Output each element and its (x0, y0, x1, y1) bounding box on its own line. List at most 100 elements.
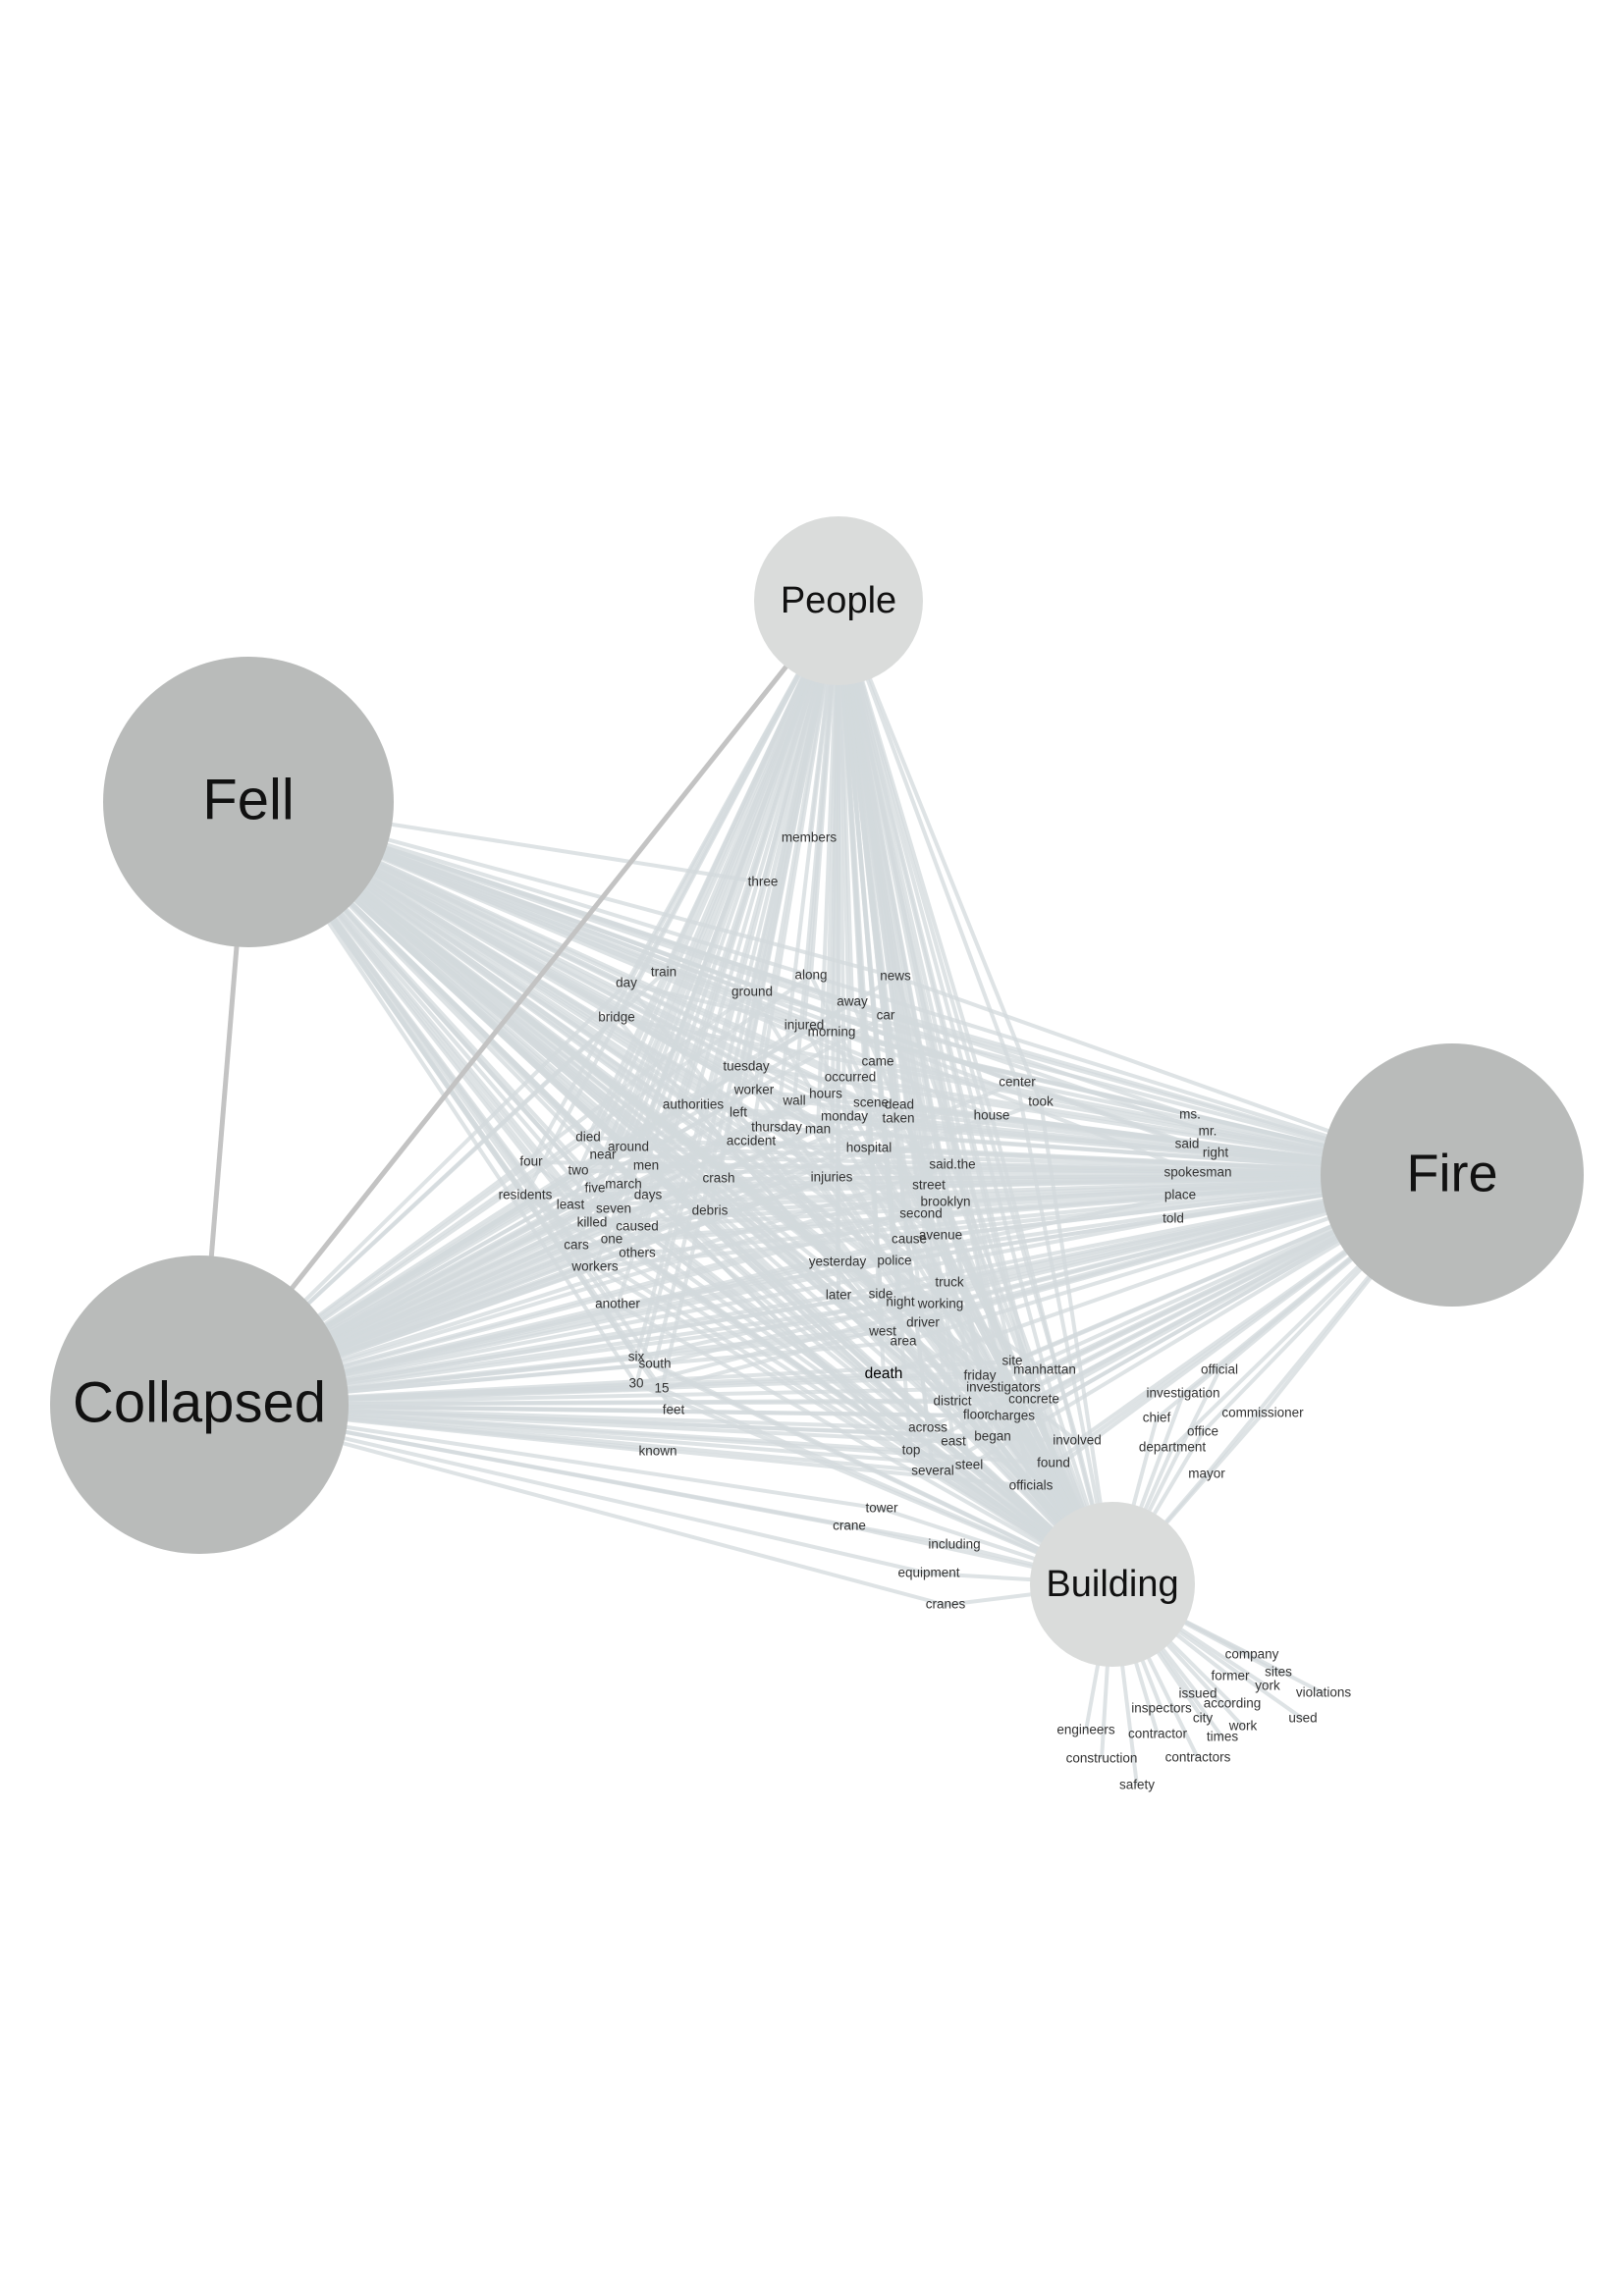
word-label-scene: scene (853, 1095, 889, 1110)
edge-people-officials (837, 600, 1033, 1487)
hub-node-fire: Fire (1321, 1043, 1584, 1307)
edge-people-man (816, 600, 840, 1131)
word-label-including: including (928, 1537, 980, 1552)
edge-people-thursday (775, 600, 840, 1129)
word-label-york: york (1255, 1679, 1280, 1693)
word-label-spokesman: spokesman (1163, 1165, 1231, 1180)
word-label-dead: dead (885, 1097, 914, 1112)
word-label-sites: sites (1265, 1665, 1292, 1680)
hub-node-building: Building (1030, 1502, 1195, 1667)
word-label-manhattan: manhattan (1013, 1362, 1076, 1377)
word-label-involved: involved (1053, 1433, 1102, 1448)
edge-fell-mr- (247, 800, 1209, 1134)
word-label-caused: caused (616, 1219, 659, 1234)
word-label-truck: truck (935, 1275, 964, 1290)
word-label-workers: workers (570, 1259, 619, 1274)
hub-label-fell: Fell (202, 768, 294, 831)
word-label-found: found (1037, 1456, 1070, 1470)
word-label-concrete: concrete (1008, 1392, 1059, 1407)
word-label-days: days (634, 1188, 663, 1202)
word-label-died: died (575, 1130, 601, 1145)
edge-people-center (837, 600, 1019, 1084)
word-label-charges: charges (988, 1409, 1035, 1423)
word-label-west: west (868, 1324, 896, 1339)
edge-people-manhattan (837, 600, 1047, 1371)
word-label-day: day (616, 976, 637, 990)
word-label-began: began (974, 1429, 1011, 1444)
word-label-said: said (1175, 1137, 1200, 1151)
word-label-injuries: injuries (811, 1170, 853, 1185)
word-label-chief: chief (1143, 1411, 1171, 1425)
word-label-injured: injured (784, 1018, 825, 1033)
word-label-15: 15 (654, 1381, 669, 1396)
word-label-street: street (912, 1178, 946, 1193)
hub-node-people: People (754, 516, 923, 685)
word-label-official: official (1201, 1362, 1238, 1377)
word-label-news: news (880, 969, 911, 984)
word-label-district: district (933, 1394, 971, 1409)
word-label-brooklyn: brooklyn (920, 1195, 970, 1209)
word-label-several: several (911, 1464, 954, 1478)
hub-circle-fell (103, 657, 394, 947)
word-label-side: side (869, 1287, 893, 1302)
edge-building-others (635, 1252, 1114, 1586)
word-label-bridge: bridge (598, 1010, 635, 1025)
word-label-office: office (1187, 1424, 1218, 1439)
word-label-cars: cars (564, 1238, 589, 1253)
word-label-ground: ground (731, 985, 773, 999)
word-label-two: two (568, 1163, 588, 1178)
word-label-night: night (886, 1295, 915, 1309)
word-label-working: working (917, 1297, 964, 1311)
word-label-members: members (782, 830, 838, 845)
word-label-department: department (1139, 1440, 1207, 1455)
word-label-area: area (890, 1334, 917, 1349)
word-label-used: used (1288, 1711, 1317, 1726)
edge-people-30 (634, 600, 840, 1385)
edge-people-floor (837, 600, 978, 1416)
edge-fell-involved (246, 800, 1079, 1443)
word-label-engineers: engineers (1056, 1723, 1115, 1737)
word-label-contractors: contractors (1165, 1750, 1231, 1765)
word-label-mr-: mr. (1199, 1124, 1217, 1139)
word-label-one: one (601, 1232, 623, 1247)
word-label-tower: tower (865, 1501, 898, 1516)
word-label-authorities: authorities (663, 1097, 725, 1112)
edge-people-took (837, 600, 1043, 1103)
word-label-men: men (633, 1158, 659, 1173)
edge-people-top (837, 600, 913, 1452)
hub-circle-building (1030, 1502, 1195, 1667)
word-label-across: across (908, 1420, 947, 1435)
edge-people-death (837, 600, 886, 1375)
word-label-investigators: investigators (966, 1380, 1041, 1395)
edge-fell-steel (246, 800, 971, 1468)
word-label-friday: friday (963, 1368, 996, 1383)
edge-people-involved (837, 600, 1079, 1442)
edge-people-steel (837, 600, 971, 1467)
word-label-30: 30 (628, 1376, 643, 1391)
word-label-mayor: mayor (1188, 1467, 1225, 1481)
word-label-residents: residents (499, 1188, 553, 1202)
word-label-house: house (974, 1108, 1010, 1123)
word-label-police: police (877, 1254, 911, 1268)
word-label-center: center (999, 1075, 1036, 1090)
edge-people-accident (749, 600, 840, 1143)
edge-people-several (837, 600, 935, 1472)
word-label-steel: steel (955, 1458, 984, 1472)
word-label-safety: safety (1119, 1778, 1155, 1792)
edge-fire-15 (661, 1173, 1453, 1391)
word-label-worker: worker (733, 1083, 775, 1097)
word-label-left: left (730, 1105, 747, 1120)
word-label-took: took (1028, 1095, 1054, 1109)
hub-label-collapsed: Collapsed (73, 1370, 326, 1434)
word-label-investigation: investigation (1146, 1386, 1219, 1401)
edge-fire-another (617, 1173, 1453, 1307)
word-label-along: along (794, 968, 827, 983)
hub-node-collapsed: Collapsed (50, 1255, 349, 1554)
word-label-five: five (584, 1181, 605, 1196)
word-label-city: city (1193, 1711, 1214, 1726)
word-label-killed: killed (577, 1215, 608, 1230)
word-label-top: top (902, 1443, 921, 1458)
word-label-crash: crash (702, 1171, 734, 1186)
word-label-known: known (638, 1444, 676, 1459)
word-label-occurred: occurred (825, 1070, 877, 1085)
